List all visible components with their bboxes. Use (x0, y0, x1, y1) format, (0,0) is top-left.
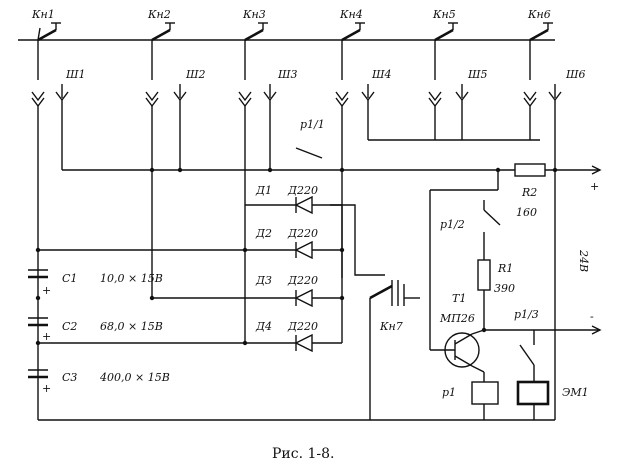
resistor-r1: R1 390 (477, 259, 515, 330)
button-kn4: Кн4 (339, 8, 365, 80)
label-d4-type: Д220 (287, 320, 318, 333)
label-kn5: Кн5 (432, 8, 456, 21)
button-kn2: Кн2 (147, 8, 175, 80)
plug-sh4: Ш4 (335, 68, 392, 108)
label-kn1: Кн1 (31, 8, 55, 21)
label-d1: Д1 (255, 184, 272, 197)
diode-d3: Д3 Д220 (152, 274, 342, 308)
label-d1-type: Д220 (287, 184, 318, 197)
label-sh2: Ш2 (185, 68, 206, 81)
coil-em1: ЭМ1 (516, 365, 589, 420)
label-c1-plus: + (42, 284, 51, 297)
label-d3: Д3 (255, 274, 272, 287)
label-p13: p1/3 (514, 308, 539, 321)
resistor-r2: R2 160 (514, 163, 546, 219)
contact-p11: p1/1 (295, 118, 325, 159)
label-c3-value: 400,0 × 15В (99, 371, 170, 384)
diode-d4: Д4 Д220 (38, 320, 342, 353)
figure-caption: Рис. 1-8. (272, 446, 335, 462)
transistor-t1: T1 МП26 (430, 292, 485, 373)
label-kn4: Кн4 (339, 8, 363, 21)
diode-d2: Д2 Д220 (245, 227, 342, 260)
label-kn6: Кн6 (527, 8, 551, 21)
label-p12: p1/2 (440, 218, 465, 231)
label-d4: Д4 (255, 320, 272, 333)
button-kn1: Кн1 (31, 8, 61, 80)
label-sh4: Ш4 (371, 68, 392, 81)
contact-p13: p1/3 (514, 308, 539, 366)
label-p1: p1 (442, 386, 456, 399)
label-c1: C1 (62, 272, 77, 285)
label-sh6: Ш6 (565, 68, 586, 81)
plug-sh5: Ш5 (428, 68, 488, 108)
button-kn3: Кн3 (242, 8, 268, 80)
plug-sh3: Ш3 (238, 68, 298, 108)
label-r1: R1 (497, 262, 513, 275)
label-c1-value: 10,0 × 15В (100, 272, 163, 285)
label-em1: ЭМ1 (562, 386, 589, 399)
button-kn5: Кн5 (432, 8, 458, 80)
label-d2: Д2 (255, 227, 272, 240)
capacitor-c2: + C2 68,0 × 15В (28, 317, 163, 343)
label-plus: + (590, 180, 599, 193)
button-kn6: Кн6 (527, 8, 553, 80)
capacitor-c3: + C3 400,0 × 15В (28, 369, 170, 395)
label-sh1: Ш1 (65, 68, 86, 81)
relay-p1: p1 (442, 372, 499, 420)
label-c2-plus: + (42, 330, 51, 343)
label-r2-value: 160 (516, 206, 537, 219)
diode-d1: Д1 Д220 (245, 184, 342, 215)
label-c2: C2 (62, 320, 77, 333)
label-kn3: Кн3 (242, 8, 266, 21)
switch-kn7: Кн7 (369, 280, 420, 333)
label-c3: C3 (62, 371, 77, 384)
label-c2-value: 68,0 × 15В (100, 320, 163, 333)
label-t1-type: МП26 (439, 312, 475, 325)
label-sh5: Ш5 (467, 68, 488, 81)
label-kn2: Кн2 (147, 8, 171, 21)
contact-p12: p1/2 (440, 200, 501, 260)
label-kn7: Кн7 (379, 320, 403, 333)
label-t1: T1 (452, 292, 466, 305)
label-minus: - (590, 310, 594, 323)
label-voltage: 24В (577, 249, 590, 272)
label-sh3: Ш3 (277, 68, 298, 81)
label-p11: p1/1 (300, 118, 325, 131)
label-r1-value: 390 (494, 282, 515, 295)
label-d2-type: Д220 (287, 227, 318, 240)
plug-sh1: Ш1 (31, 68, 86, 108)
label-c3-plus: + (42, 382, 51, 395)
label-r2: R2 (521, 186, 537, 199)
capacitor-c1: + C1 10,0 × 15В (28, 269, 163, 297)
label-d3-type: Д220 (287, 274, 318, 287)
plug-sh2: Ш2 (145, 68, 206, 108)
